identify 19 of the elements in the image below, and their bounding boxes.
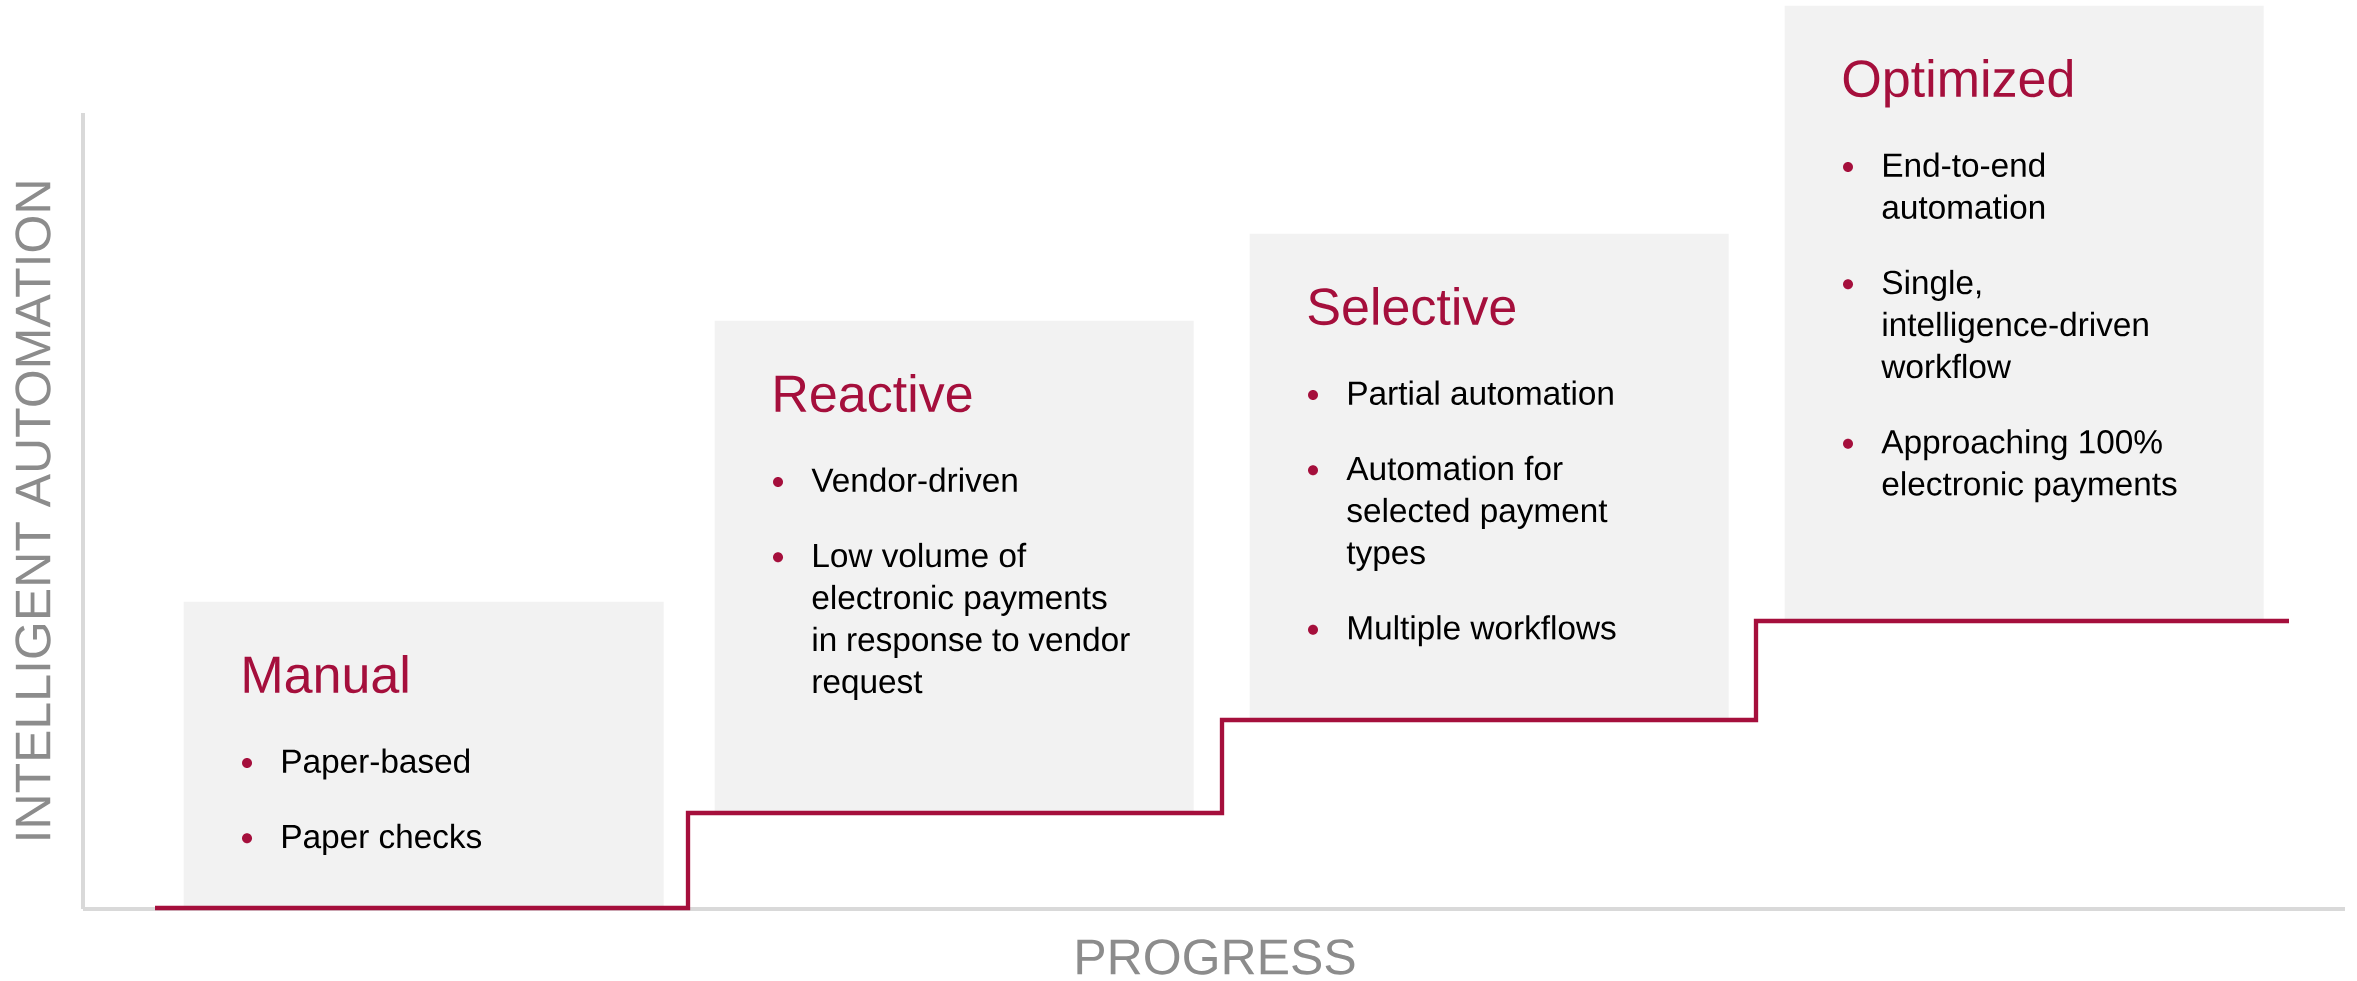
bullet-item: Paper-based	[283, 748, 470, 780]
stage-box	[1784, 5, 2264, 620]
bullet-item: Paper checks	[283, 823, 482, 855]
bullet-item: Automation for selected payment types	[1346, 455, 1608, 571]
stage-box	[1249, 233, 1729, 719]
bullet-item: Single, intelligence-driven workflow	[1881, 269, 2148, 379]
bullet-item: Vendor-driven	[811, 467, 1017, 492]
bullet-item: Low volume of electronic payments in response to vendor request	[812, 542, 1130, 700]
bullet-item: End-to-end automation	[1882, 152, 2045, 219]
stage-heading: Manual	[244, 655, 408, 694]
bullet-item: Partial automation	[1349, 380, 1613, 405]
bullet-item: Multiple workflows	[1349, 615, 1616, 647]
axis-title: INTELLIGENT AUTOMATION	[15, 182, 51, 839]
axis-title: PROGRESS	[1077, 939, 1355, 975]
stage-heading: Reactive	[775, 374, 972, 413]
stage-heading: Optimized	[1843, 59, 2073, 108]
bullet-item: Approaching 100% electronic payments	[1881, 429, 2177, 503]
stage-heading: Selective	[1308, 287, 1515, 326]
stage-box	[714, 320, 1194, 813]
